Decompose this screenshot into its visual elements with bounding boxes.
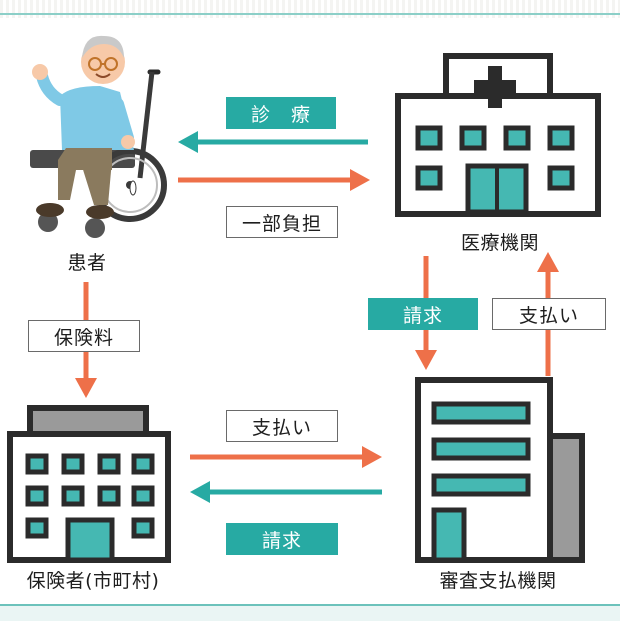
hospital-building-icon [395, 53, 601, 217]
review-office-building-icon [415, 377, 585, 563]
top-divider-line [0, 13, 620, 15]
patient-label: 患者 [67, 252, 107, 274]
flow-label-payment-to-hospital: 支払い [492, 298, 606, 330]
review-org-label: 審査支払機関 [439, 570, 557, 592]
flow-label-premium: 保険料 [28, 320, 140, 352]
flow-label-claim-to-review: 請求 [368, 298, 478, 330]
arrow-treatment [178, 131, 368, 153]
wheelchair-patient-icon [30, 35, 167, 238]
insurer-label: 保険者(市町村) [26, 570, 160, 592]
flow-label-payment-to-review: 支払い [226, 410, 338, 442]
bottom-divider-line [0, 604, 620, 606]
bottom-decorative-band [0, 604, 620, 621]
arrow-claim-to-insurer [190, 481, 382, 503]
hospital-label: 医療機関 [460, 232, 539, 254]
flow-label-treatment: 診 療 [226, 97, 336, 129]
flow-label-copayment: 一部負担 [226, 206, 338, 238]
flow-label-claim-to-insurer: 請求 [226, 523, 338, 555]
insurer-building-icon [7, 405, 171, 563]
arrow-payment-to-review [190, 446, 382, 468]
arrow-copayment [178, 169, 370, 191]
